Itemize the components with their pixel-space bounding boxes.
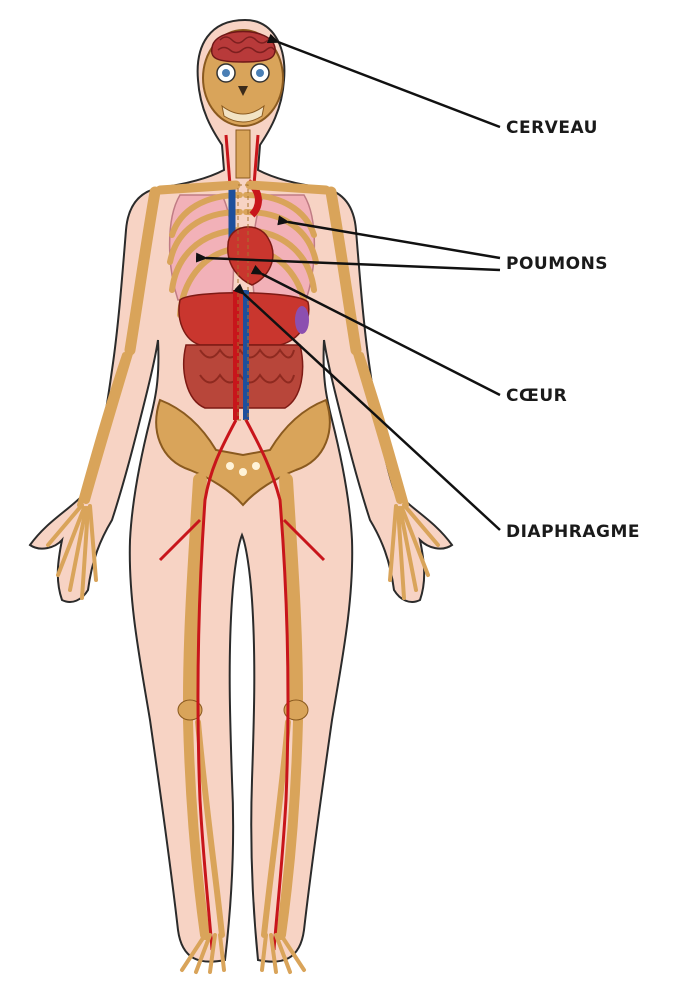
arrow-brain [278, 42, 500, 127]
brain-shape [212, 32, 275, 63]
abdomen-organs [179, 290, 309, 420]
label-lungs: POUMONS [506, 254, 608, 274]
label-heart: CŒUR [506, 386, 567, 406]
label-brain: CERVEAU [506, 118, 598, 138]
label-diaphragm: DIAPHRAGME [506, 522, 640, 542]
skull [203, 30, 283, 126]
